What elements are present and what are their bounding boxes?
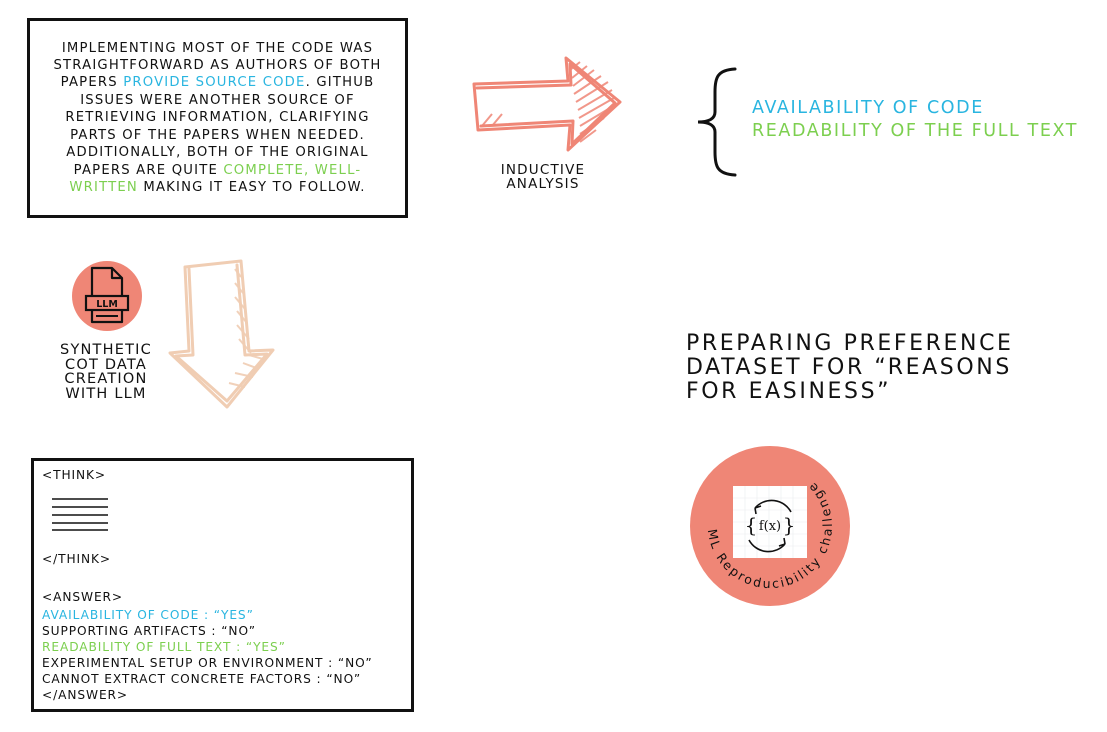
- factors-list: Availability of code Readability of the …: [752, 97, 1078, 143]
- llm-icon-label: LLM: [96, 299, 118, 310]
- synthetic-line-3: creation: [64, 371, 148, 387]
- placeholder-lines-icon: [52, 498, 108, 531]
- ml-reproducibility-badge: f(x) { } ML Reproducibility challenge: [690, 446, 850, 606]
- inductive-line-1: Inductive: [500, 162, 586, 178]
- fx-symbol: f(x): [759, 519, 781, 534]
- think-open-tag: <THINK>: [42, 468, 107, 482]
- answer-line-availability: AVAILABILITY OF CODE : “YES”: [42, 608, 254, 622]
- quote-part-3: making it easy to follow.: [137, 179, 366, 195]
- quote-highlight-source-code: provide source code: [123, 75, 306, 91]
- factor-readability-full-text: Readability of the full text: [752, 121, 1079, 141]
- curly-brace-icon: [697, 67, 737, 177]
- quote-highlight-complete: complete, well-written: [69, 162, 362, 195]
- right-arrow-icon: [472, 56, 622, 152]
- cycle-arrows-icon: [748, 499, 792, 553]
- think-close-tag: </THINK>: [42, 552, 112, 566]
- inductive-line-2: analysis: [506, 176, 580, 192]
- preparing-line-1: Preparing preference: [686, 331, 1014, 356]
- quote-part-2: . Github issues were another source of r…: [65, 75, 375, 178]
- answer-open-tag: <ANSWER>: [42, 590, 124, 604]
- answer-line-experimental: EXPERIMENTAL SETUP OR ENVIRONMENT : “NO”: [42, 656, 373, 670]
- answer-line-readability: READABILITY OF FULL TEXT : “YES”: [42, 640, 286, 654]
- answer-close-tag: </ANSWER>: [42, 688, 129, 702]
- quote-part-1: Implementing most of the code was straig…: [53, 40, 382, 91]
- quote-box: Implementing most of the code was straig…: [27, 18, 408, 218]
- synthetic-line-4: with LLM: [65, 385, 147, 402]
- down-arrow-icon: [168, 259, 275, 409]
- preparing-line-3: for easiness”: [686, 379, 892, 404]
- right-brace-glyph: }: [783, 513, 796, 537]
- factor-availability-of-code: Availability of code: [752, 98, 984, 118]
- inductive-analysis-label: Inductive analysis: [468, 163, 618, 191]
- synthetic-line-2: CoT Data: [65, 356, 147, 373]
- synthetic-cot-label: Synthetic CoT Data creation with LLM: [40, 343, 172, 401]
- llm-file-icon: LLM: [84, 266, 130, 324]
- preparing-line-2: dataset for “Reasons: [686, 355, 1012, 380]
- left-brace-glyph: {: [745, 513, 758, 537]
- synthetic-line-1: Synthetic: [60, 342, 152, 358]
- preparing-dataset-title: Preparing preference dataset for “Reason…: [686, 332, 1014, 404]
- answer-line-cannot-extract: CANNOT EXTRACT CONCRETE FACTORS : “NO”: [42, 672, 362, 686]
- answer-line-artifacts: SUPPORTING ARTIFACTS : “NO”: [42, 624, 256, 638]
- answer-box: <THINK> </THINK> <ANSWER> AVAILABILITY O…: [31, 458, 414, 712]
- quote-text: Implementing most of the code was straig…: [44, 40, 391, 197]
